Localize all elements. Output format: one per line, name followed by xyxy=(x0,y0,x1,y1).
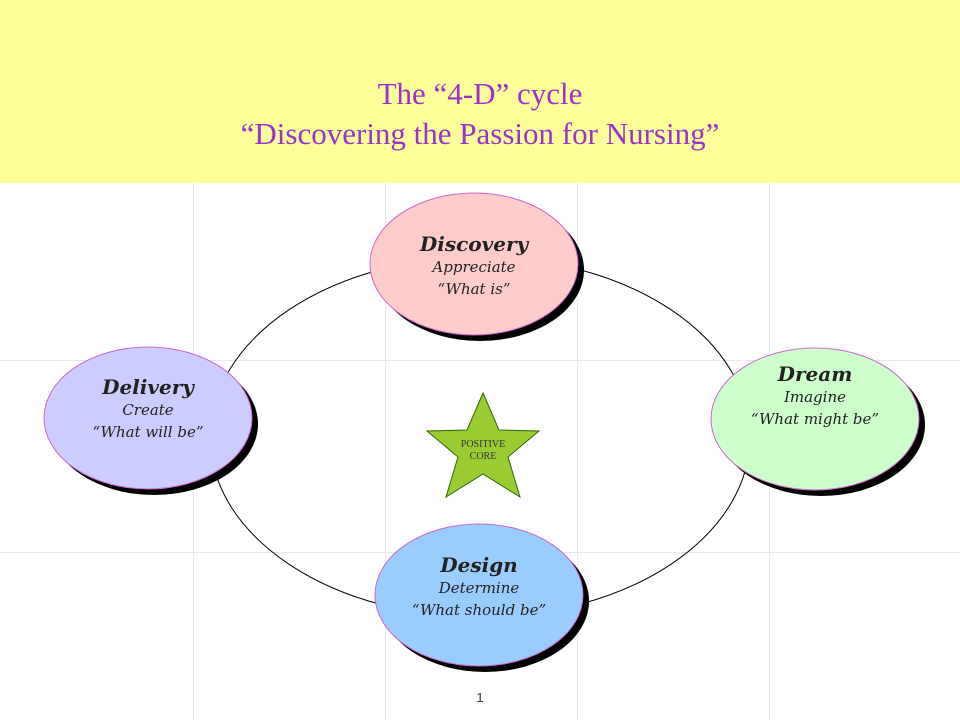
positive-core-line-1: POSITIVE xyxy=(460,439,506,450)
slide-title: The “4-D” cycle “Discovering the Passion… xyxy=(0,74,960,154)
dream-label: Dream Imagine “What might be” xyxy=(725,362,905,430)
design-phrase: “What should be” xyxy=(411,601,547,619)
grid-line xyxy=(0,360,960,361)
title-line-1: The “4-D” cycle xyxy=(377,76,583,111)
discovery-label: Discovery Appreciate “What is” xyxy=(394,232,554,300)
discovery-phrase: “What is” xyxy=(437,280,511,298)
delivery-phrase: “What will be” xyxy=(92,423,204,441)
design-title: Design xyxy=(440,553,518,577)
discovery-oval xyxy=(369,192,579,336)
positive-core-star xyxy=(425,391,541,499)
dream-title: Dream xyxy=(777,362,853,386)
dream-verb: Imagine xyxy=(783,388,847,406)
title-banner xyxy=(0,0,960,183)
delivery-title: Delivery xyxy=(102,375,194,399)
delivery-verb: Create xyxy=(122,401,174,419)
design-verb: Determine xyxy=(438,579,520,597)
discovery-verb: Appreciate xyxy=(432,258,516,276)
grid-line xyxy=(577,183,578,720)
delivery-label: Delivery Create “What will be” xyxy=(68,375,228,443)
title-line-2: “Discovering the Passion for Nursing” xyxy=(240,116,720,151)
delivery-oval xyxy=(43,346,253,490)
design-label: Design Determine “What should be” xyxy=(384,553,574,621)
positive-core-line-2: CORE xyxy=(469,451,497,462)
dream-oval xyxy=(710,347,920,491)
page-number: 1 xyxy=(476,690,484,705)
grid-line xyxy=(385,183,386,720)
design-oval xyxy=(374,523,584,667)
positive-core-label: POSITIVE CORE xyxy=(448,439,518,463)
dream-phrase: “What might be” xyxy=(750,410,880,428)
discovery-title: Discovery xyxy=(419,232,529,256)
